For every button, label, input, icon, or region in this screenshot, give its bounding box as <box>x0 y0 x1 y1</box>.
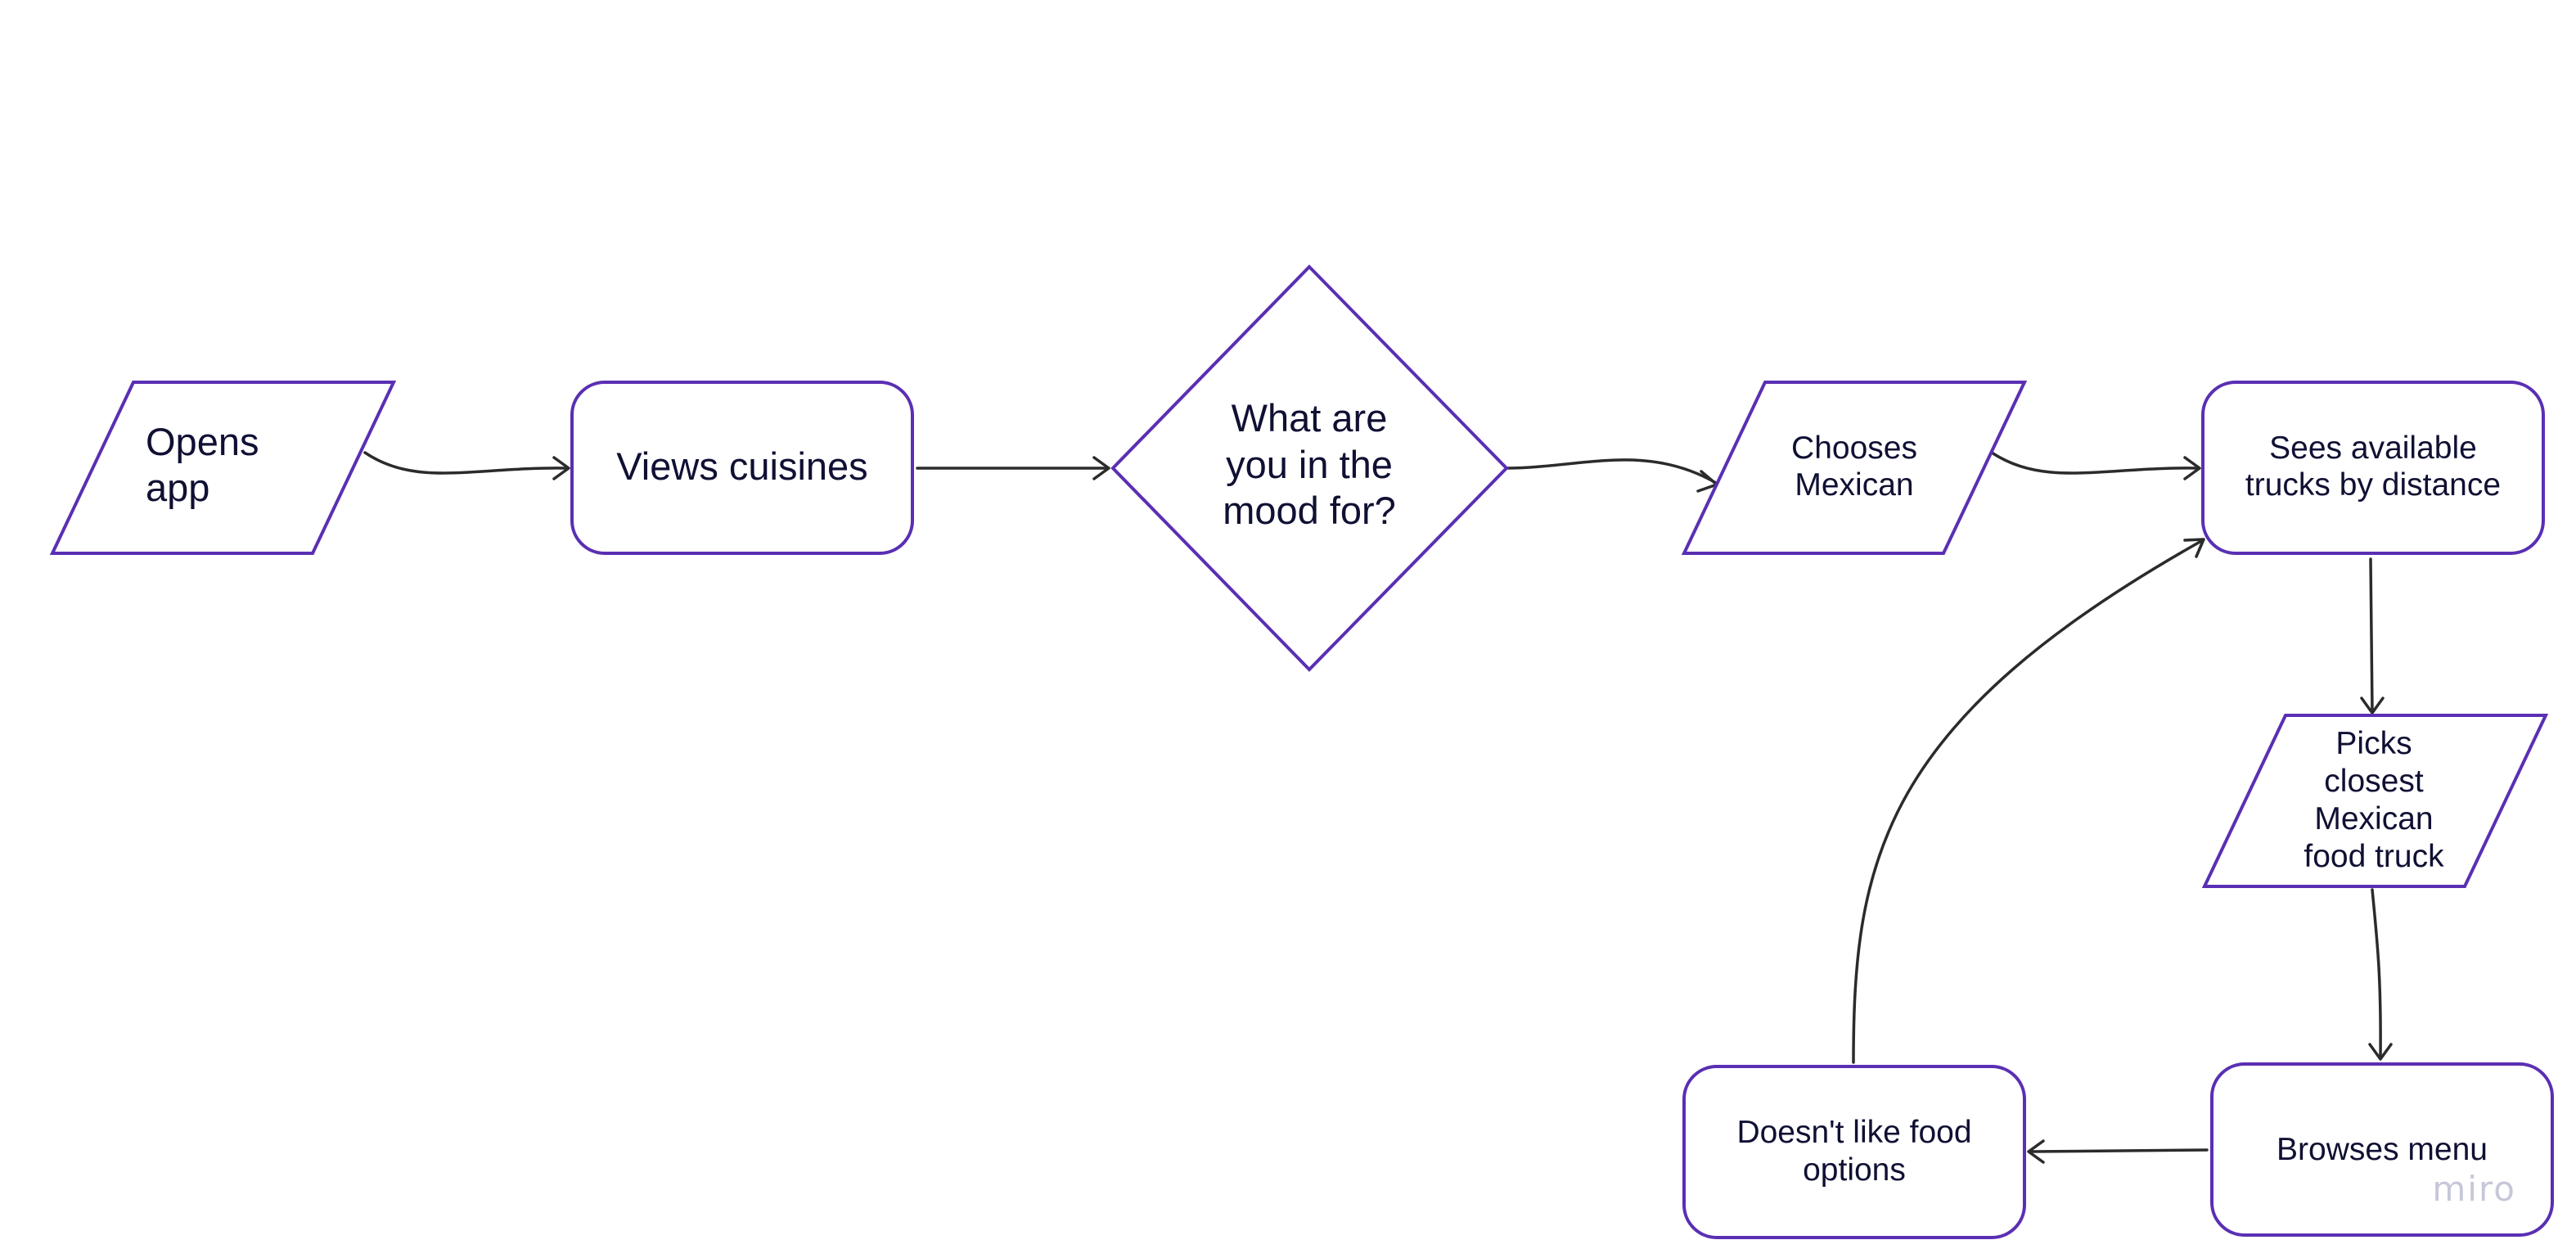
node-picks-closest[interactable]: Picks closest Mexican food truck <box>2201 714 2549 888</box>
node-doesnt-like-line-1: Doesn't like food <box>1736 1115 1971 1150</box>
node-chooses-mexican-line-1: Chooses <box>1791 431 1917 466</box>
node-sees-trucks-line-2: trucks by distance <box>2245 467 2501 503</box>
node-chooses-mexican-line-2: Mexican <box>1795 467 1913 503</box>
node-browses-menu-label: Browses menu <box>2277 1132 2488 1167</box>
node-views-cuisines-label: Views cuisines <box>616 444 867 488</box>
edge-mood-decision-to-chooses-mexican <box>1504 458 1718 493</box>
node-picks-closest-line-3: Mexican <box>2314 801 2433 836</box>
node-opens-app-line-1: Opens <box>146 420 259 463</box>
node-picks-closest-line-2: closest <box>2324 764 2424 799</box>
node-sees-trucks-line-1: Sees available <box>2269 431 2477 466</box>
node-views-cuisines[interactable]: Views cuisines <box>570 381 914 555</box>
edge-views-cuisines-to-mood-decision <box>916 456 1110 480</box>
node-picks-closest-line-1: Picks <box>2335 726 2412 761</box>
miro-watermark: miro <box>2432 1169 2516 1209</box>
edge-sees-trucks-to-picks-closest <box>2360 557 2385 715</box>
edge-browses-menu-to-doesnt-like <box>2027 1139 2209 1164</box>
node-mood-decision-line-3: mood for? <box>1223 489 1396 532</box>
node-sees-trucks[interactable]: Sees available trucks by distance <box>2201 381 2545 555</box>
edge-doesnt-like-to-sees-trucks <box>1852 538 2205 1064</box>
node-mood-decision-line-2: you in the <box>1226 443 1393 486</box>
node-opens-app-line-2: app <box>146 466 209 509</box>
node-doesnt-like[interactable]: Doesn't like food options <box>1682 1065 2026 1239</box>
node-doesnt-like-line-2: options <box>1803 1152 1906 1188</box>
node-mood-decision[interactable]: What are you in the mood for? <box>1110 264 1509 672</box>
node-chooses-mexican[interactable]: Chooses Mexican <box>1681 381 2028 555</box>
edge-picks-closest-to-browses-menu <box>2368 888 2393 1061</box>
edge-opens-app-to-views-cuisines <box>363 451 570 480</box>
edge-chooses-mexican-to-sees-trucks <box>1990 451 2201 480</box>
node-opens-app[interactable]: Opens app <box>49 381 397 555</box>
connectors <box>363 451 2393 1164</box>
node-mood-decision-line-1: What are <box>1232 396 1388 440</box>
node-picks-closest-line-4: food truck <box>2304 839 2444 874</box>
node-browses-menu[interactable]: Browses menu <box>2210 1062 2554 1237</box>
